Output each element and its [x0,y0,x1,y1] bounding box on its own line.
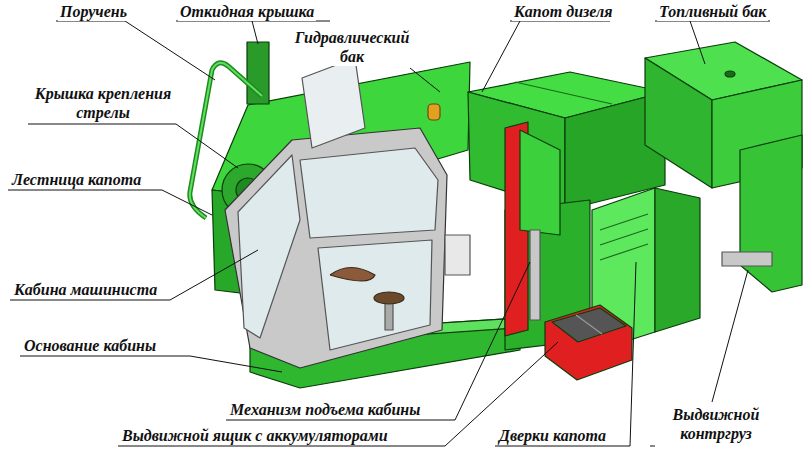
part-label: Дверки капота [497,426,608,445]
part-label: Крышка крепления стрелы [30,84,176,122]
part-label: Лестница капота [10,170,143,189]
part-label: Кабина машиниста [12,280,159,299]
part-label: Топливный бак [657,2,768,21]
part-label: Гидравлический бак [286,28,418,66]
leader-lines [8,21,770,446]
part-label: Откидная крышка [178,2,316,21]
part-label: Поручень [58,2,129,21]
part-label: Основание кабины [22,336,158,355]
part-label: Капот дизеля [512,2,614,21]
part-label: Выдвижной ящик с аккумуляторами [120,426,390,445]
part-label: Механизм подъема кабины [228,400,422,419]
part-label: Выдвижной контргруз [655,405,777,443]
